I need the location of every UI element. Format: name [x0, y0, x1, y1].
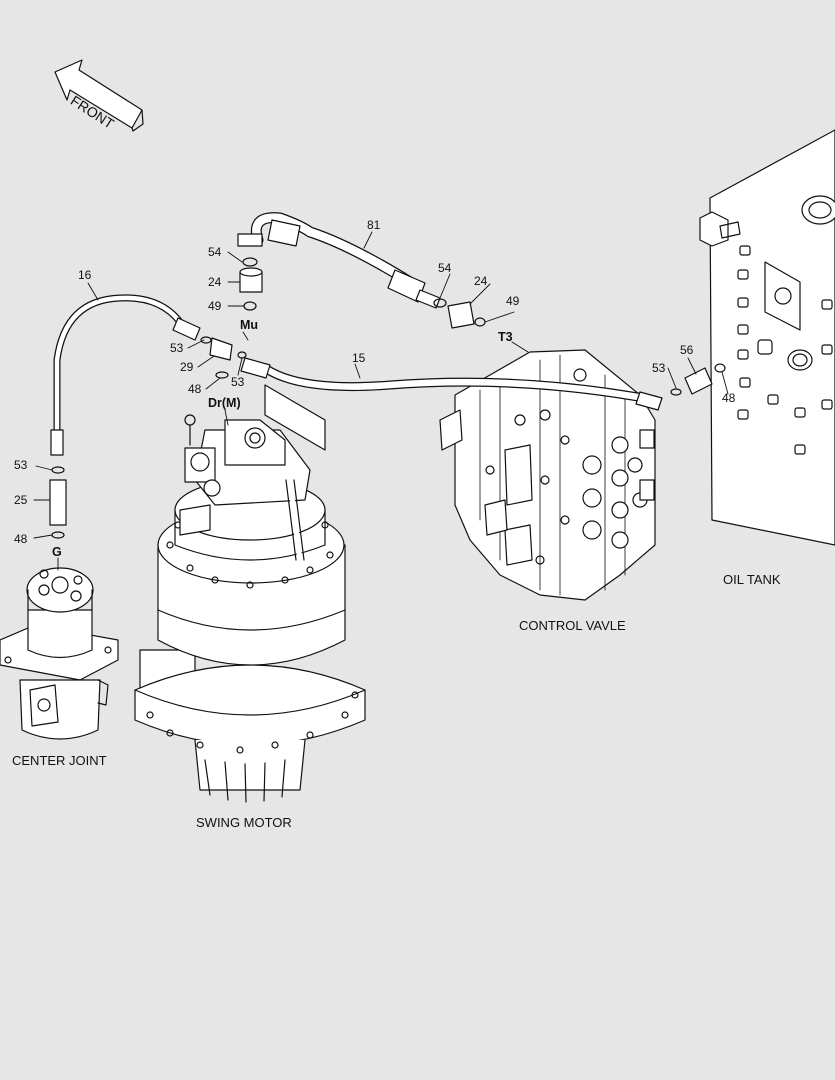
fittings	[49, 257, 726, 539]
hose-15	[240, 357, 663, 411]
front-arrow	[54, 59, 144, 132]
part-label-81: 81	[367, 218, 381, 232]
part-label-29: 29	[180, 360, 194, 374]
part-label-53: 53	[170, 341, 184, 355]
port-label-t3: T3	[498, 330, 513, 344]
part-label-48: 48	[722, 391, 736, 405]
part-label-16: 16	[78, 268, 92, 282]
center-joint	[0, 567, 119, 740]
component-label-swing-motor: SWING MOTOR	[196, 815, 292, 830]
leader-lines	[33, 231, 729, 571]
port-label-mu: Mu	[240, 318, 259, 332]
part-label-49: 49	[208, 299, 222, 313]
component-label-control-valve: CONTROL VAVLE	[519, 618, 626, 633]
part-label-48: 48	[14, 532, 28, 546]
hose-81	[237, 212, 441, 309]
component-label-center-joint: CENTER JOINT	[12, 753, 107, 768]
part-label-56: 56	[680, 343, 694, 357]
component-label-oil-tank: OIL TANK	[723, 572, 781, 587]
port-label-drm: Dr(M)	[208, 396, 241, 410]
part-label-53: 53	[231, 375, 245, 389]
part-label-54: 54	[208, 245, 222, 259]
swing-motor	[134, 384, 366, 803]
hose-16	[50, 294, 201, 456]
part-label-24: 24	[474, 274, 488, 288]
port-label-g: G	[52, 545, 62, 559]
part-label-25: 25	[14, 493, 28, 507]
control-valve	[439, 349, 656, 601]
oil-tank	[699, 129, 835, 546]
part-label-54: 54	[438, 261, 452, 275]
part-label-24: 24	[208, 275, 222, 289]
part-label-48: 48	[188, 382, 202, 396]
part-label-53: 53	[652, 361, 666, 375]
part-label-15: 15	[352, 351, 366, 365]
part-label-53: 53	[14, 458, 28, 472]
part-label-49: 49	[506, 294, 520, 308]
